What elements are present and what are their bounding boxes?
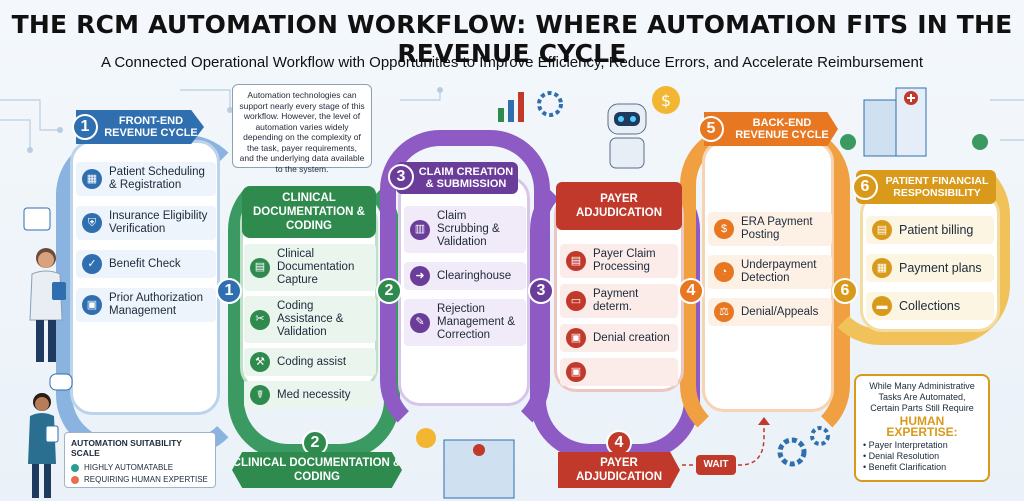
robot-illustration: $ (607, 86, 680, 169)
shield-icon: ⛨ (82, 213, 102, 233)
expertise-heading: While Many Administrative Tasks Are Auto… (869, 381, 975, 413)
expertise-emphasis: HUMAN EXPERTISE: (886, 414, 958, 439)
screen-icon: ▣ (566, 362, 586, 382)
stage-list-clinical: ▤Clinical Documentation Capture ✂Coding … (244, 244, 376, 409)
stage-list-patient: ▤Patient billing ▦Payment plans ▬Collect… (866, 216, 994, 320)
tools-icon: ✂ (250, 309, 270, 330)
loop-number-3: 3 (528, 278, 554, 304)
list-item: $ERA Payment Posting (708, 212, 832, 246)
wait-badge: WAIT (696, 455, 736, 475)
list-item: ⛨Insurance Eligibility Verification (76, 206, 216, 240)
gauge-icon: ◔ (714, 262, 734, 282)
stage-list-back-end: $ERA Payment Posting ◔Underpayment Detec… (708, 212, 832, 326)
nurse-illustration (28, 373, 73, 498)
stage-ribbon-patient: PATIENT FINANCIAL RESPONSIBILITY (856, 170, 996, 204)
calendar-icon: ▦ (82, 169, 102, 189)
legend-dot-human (71, 475, 79, 484)
page-subtitle: A Connected Operational Workflow with Op… (100, 54, 924, 71)
stage-number-5: 5 (698, 116, 724, 142)
lock-icon: ▣ (82, 295, 102, 315)
stage-list-claim: ▥Claim Scrubbing & Validation ➜Clearingh… (404, 206, 526, 346)
expertise-item: • Denial Resolution (863, 451, 940, 461)
appeal-icon: ⚖ (714, 302, 734, 322)
bottom-number-4: 4 (606, 430, 632, 456)
human-expertise-box: While Many Administrative Tasks Are Auto… (854, 374, 990, 482)
legend: AUTOMATION SUITABILITY SCALE HIGHLY AUTO… (64, 432, 216, 488)
svg-text:$: $ (661, 91, 671, 110)
briefcase-icon: ▬ (872, 296, 892, 316)
screen-icon: ▣ (566, 328, 586, 348)
circuit-background (0, 87, 1024, 153)
list-item: ▤Payer Claim Processing (560, 244, 678, 278)
stage-number-3: 3 (388, 164, 414, 190)
check-icon: ✓ (82, 254, 102, 274)
bottom-number-2: 2 (302, 430, 328, 456)
list-item: ▦Patient Scheduling & Registration (76, 162, 216, 196)
list-item: ⚒Coding assist (244, 348, 376, 376)
bottom-ribbon-clinical: CLINICAL DOCUMENTATION & CODING (232, 452, 402, 488)
page-title: THE RCM AUTOMATION WORKFLOW: WHERE AUTOM… (11, 10, 1013, 68)
doctor-illustration (23, 207, 66, 362)
arrow-icon: ➜ (410, 266, 430, 286)
stage-list-payer: ▤Payer Claim Processing ▭Payment determ.… (560, 244, 678, 386)
list-item: ▣Denial creation (560, 324, 678, 352)
list-item: ▦Payment plans (866, 254, 994, 282)
list-item: ▣Prior Authorization Management (76, 288, 216, 322)
loop-number-4: 4 (678, 278, 704, 304)
expertise-item: • Benefit Clarification (863, 462, 947, 472)
clinic-illustration (416, 428, 515, 499)
list-item: ▭Payment determ. (560, 284, 678, 318)
list-item: ➜Clearinghouse (404, 262, 526, 290)
hospital-illustration (840, 87, 988, 157)
stage-number-1: 1 (72, 114, 98, 140)
legend-title: AUTOMATION SUITABILITY SCALE (71, 438, 182, 458)
bill-icon: ▤ (872, 220, 892, 240)
legend-item: HIGHLY AUTOMATABLE (71, 463, 209, 472)
wrench-icon: ⚒ (250, 352, 270, 372)
list-item: ▤Clinical Documentation Capture (244, 244, 376, 291)
document-icon: ▤ (566, 251, 586, 271)
list-item: ◔Underpayment Detection (708, 255, 832, 289)
loop-number-6: 6 (832, 278, 858, 304)
list-item: ▤Patient billing (866, 216, 994, 244)
list-item: ✎Rejection Management & Correction (404, 299, 526, 346)
gears-icon (777, 426, 830, 467)
loop-number-2: 2 (376, 278, 402, 304)
loop-number-1: 1 (216, 278, 242, 304)
plan-icon: ▦ (872, 258, 892, 278)
stage-ribbon-payer: PAYER ADJUDICATION (556, 182, 682, 230)
stage-list-front-end: ▦Patient Scheduling & Registration ⛨Insu… (76, 162, 216, 322)
stage-number-6: 6 (852, 174, 878, 200)
dollar-icon: $ (714, 219, 734, 239)
correction-icon: ✎ (410, 312, 430, 333)
list-item: ✂Coding Assistance & Validation (244, 296, 376, 343)
stage-ribbon-back-end: BACK-END REVENUE CYCLE (704, 112, 838, 146)
stage-ribbon-clinical: CLINICAL DOCUMENTATION & CODING (242, 186, 376, 238)
list-item: ▣ (560, 358, 678, 386)
card-icon: ▭ (566, 291, 586, 311)
stage-ribbon-claim: CLAIM CREATION & SUBMISSION (396, 162, 518, 194)
legend-dot-automatable (71, 463, 79, 472)
list-item: ✓Benefit Check (76, 250, 216, 278)
list-item: ▥Claim Scrubbing & Validation (404, 206, 526, 253)
wait-arrow (682, 417, 770, 466)
chart-icon (498, 91, 563, 122)
bottom-ribbon-payer: PAYER ADJUDICATION (558, 452, 680, 488)
legend-item: REQUIRING HUMAN EXPERTISE (71, 475, 209, 484)
stethoscope-icon: ☤ (250, 385, 270, 405)
automation-note: Automation technologies can support near… (232, 84, 372, 174)
document-icon: ▤ (250, 257, 270, 278)
list-item: ⚖Denial/Appeals (708, 298, 832, 326)
list-item: ☤Med necessity (244, 381, 376, 409)
list-item: ▬Collections (866, 292, 994, 320)
expertise-item: • Payer Interpretation (863, 440, 948, 450)
clipboard-icon: ▥ (410, 219, 430, 240)
